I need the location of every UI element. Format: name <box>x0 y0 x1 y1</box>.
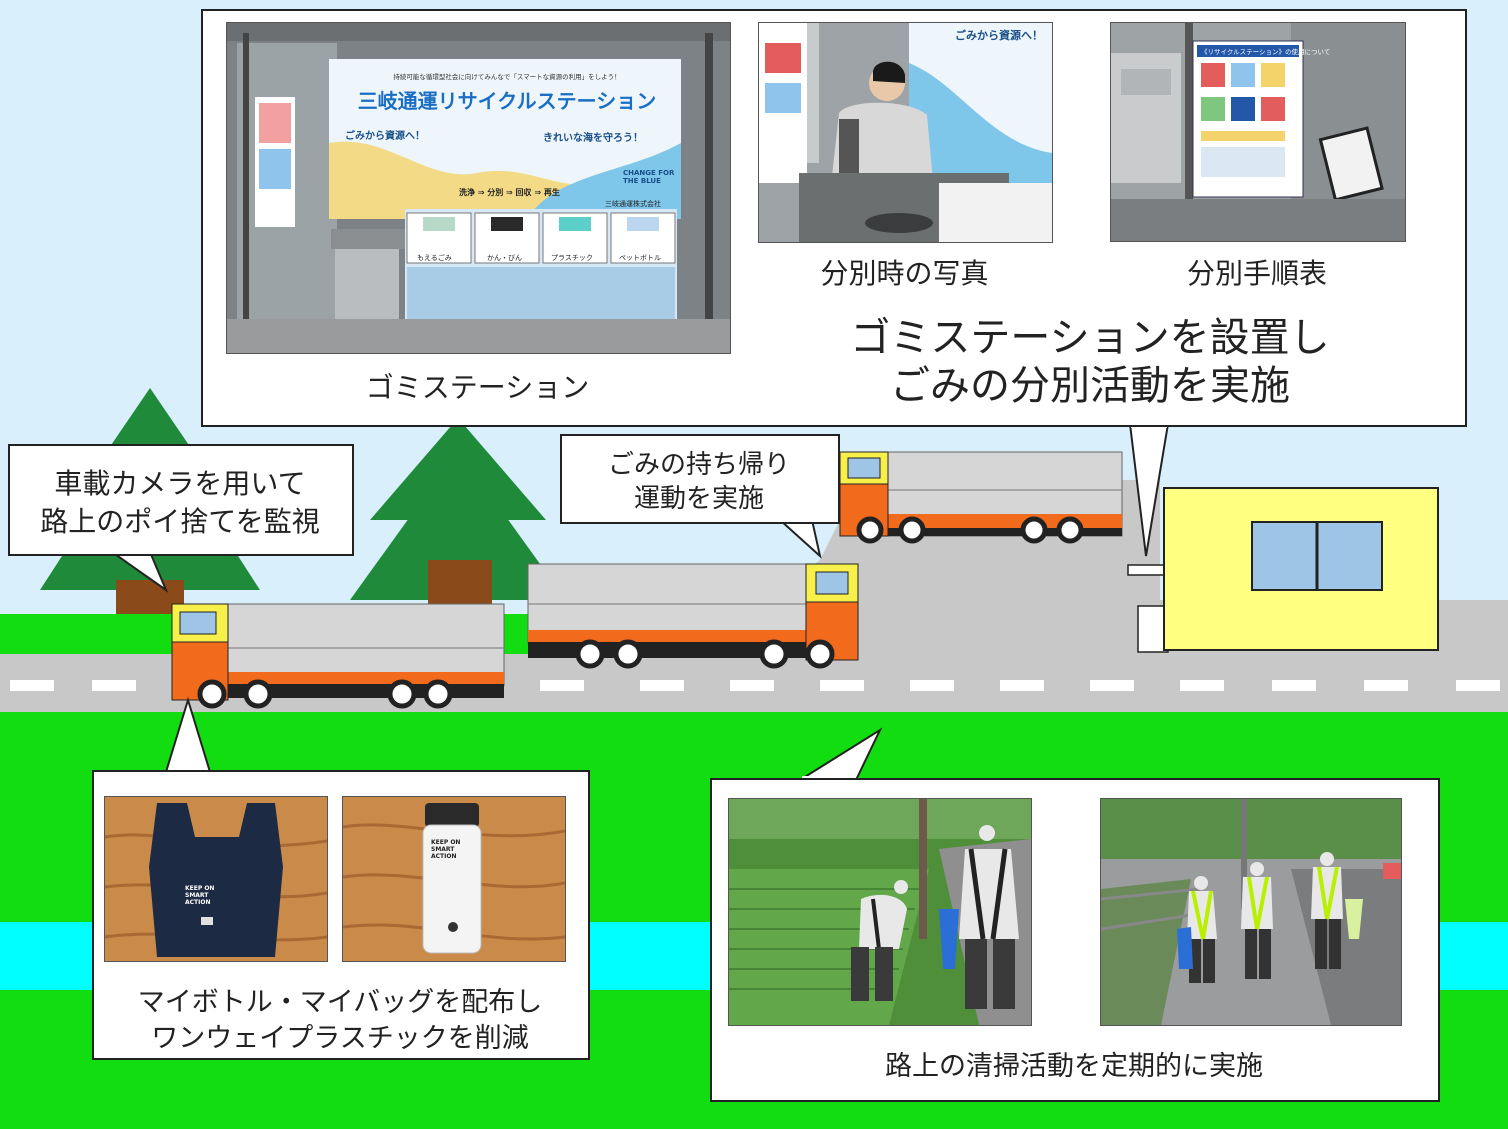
bottle-bag-line2: ワンウェイプラスチックを削減 <box>151 1023 529 1054</box>
takeback-bubble <box>560 434 840 524</box>
mybag-print-1: KEEP ON <box>185 885 215 892</box>
procedure-photo: 《リサイクルステーション》の使用について <box>1110 22 1406 242</box>
sorting-caption: 分別時の写真 <box>820 257 989 290</box>
bin-label-pet: ペットボトル <box>619 254 661 262</box>
procedure-caption: 分別手順表 <box>1186 257 1327 290</box>
sign-sea: きれいな海を守ろう！ <box>543 133 643 144</box>
takeback-line2: 運動を実施 <box>633 484 764 514</box>
mybag-print-3: ACTION <box>185 899 211 906</box>
mybottle-print-2: SMART <box>431 846 455 853</box>
sorting-photo: ごみから資源へ！ <box>758 22 1053 243</box>
mybag-photo: KEEP ON SMART ACTION <box>104 796 328 962</box>
truck-front <box>171 603 505 709</box>
truck-middle <box>527 563 859 669</box>
camera-bubble <box>8 444 354 556</box>
takeback-line1: ごみの持ち帰り <box>607 450 790 480</box>
camera-line1: 車載カメラを用いて <box>54 467 306 500</box>
mybottle-print-1: KEEP ON <box>431 839 461 846</box>
camera-line2: 路上のポイ捨てを監視 <box>40 505 320 538</box>
cleanup-caption: 路上の清掃活動を定期的に実施 <box>885 1051 1263 1082</box>
sign-title: 三岐通運リサイクルステーション <box>357 89 657 113</box>
station-photo: 持続可能な循環型社会に向けてみんなで「スマートな資源の利用」をしよう！ 三岐通運… <box>226 22 731 354</box>
station-headline-line2: ごみの分別活動を実施 <box>890 363 1290 409</box>
bin-label-cans: かん・びん <box>487 254 522 262</box>
mybottle-photo: KEEP ON SMART ACTION <box>342 796 566 962</box>
sign-subtitle: 持続可能な循環型社会に向けてみんなで「スマートな資源の利用」をしよう！ <box>393 73 621 81</box>
sorting-photo-slogan: ごみから資源へ！ <box>955 28 1043 42</box>
sign-slogan: ごみから資源へ！ <box>345 131 425 142</box>
bin-label-burnable: もえるごみ <box>417 254 452 262</box>
sign-company: 三岐通運株式会社 <box>605 200 661 208</box>
cleanup-photo-street <box>1100 798 1402 1026</box>
station-caption: ゴミステーション <box>365 371 590 404</box>
sign-change: CHANGE FOR THE BLUE <box>623 169 675 185</box>
poster-title: 《リサイクルステーション》の使用について <box>1201 47 1330 56</box>
mybag-print-2: SMART <box>185 892 209 899</box>
bottle-bag-line1: マイボトル・マイバッグを配布し <box>137 987 543 1018</box>
bin-label-plastic: プラスチック <box>551 254 593 262</box>
cleanup-photo-field <box>728 798 1032 1026</box>
sign-flow: 洗浄 ⇒ 分別 ⇒ 回収 ⇒ 再生 <box>459 188 560 197</box>
mybottle-print-3: ACTION <box>431 853 457 860</box>
station-headline-line1: ゴミステーションを設置し <box>850 315 1330 361</box>
truck-parked <box>839 451 1123 544</box>
